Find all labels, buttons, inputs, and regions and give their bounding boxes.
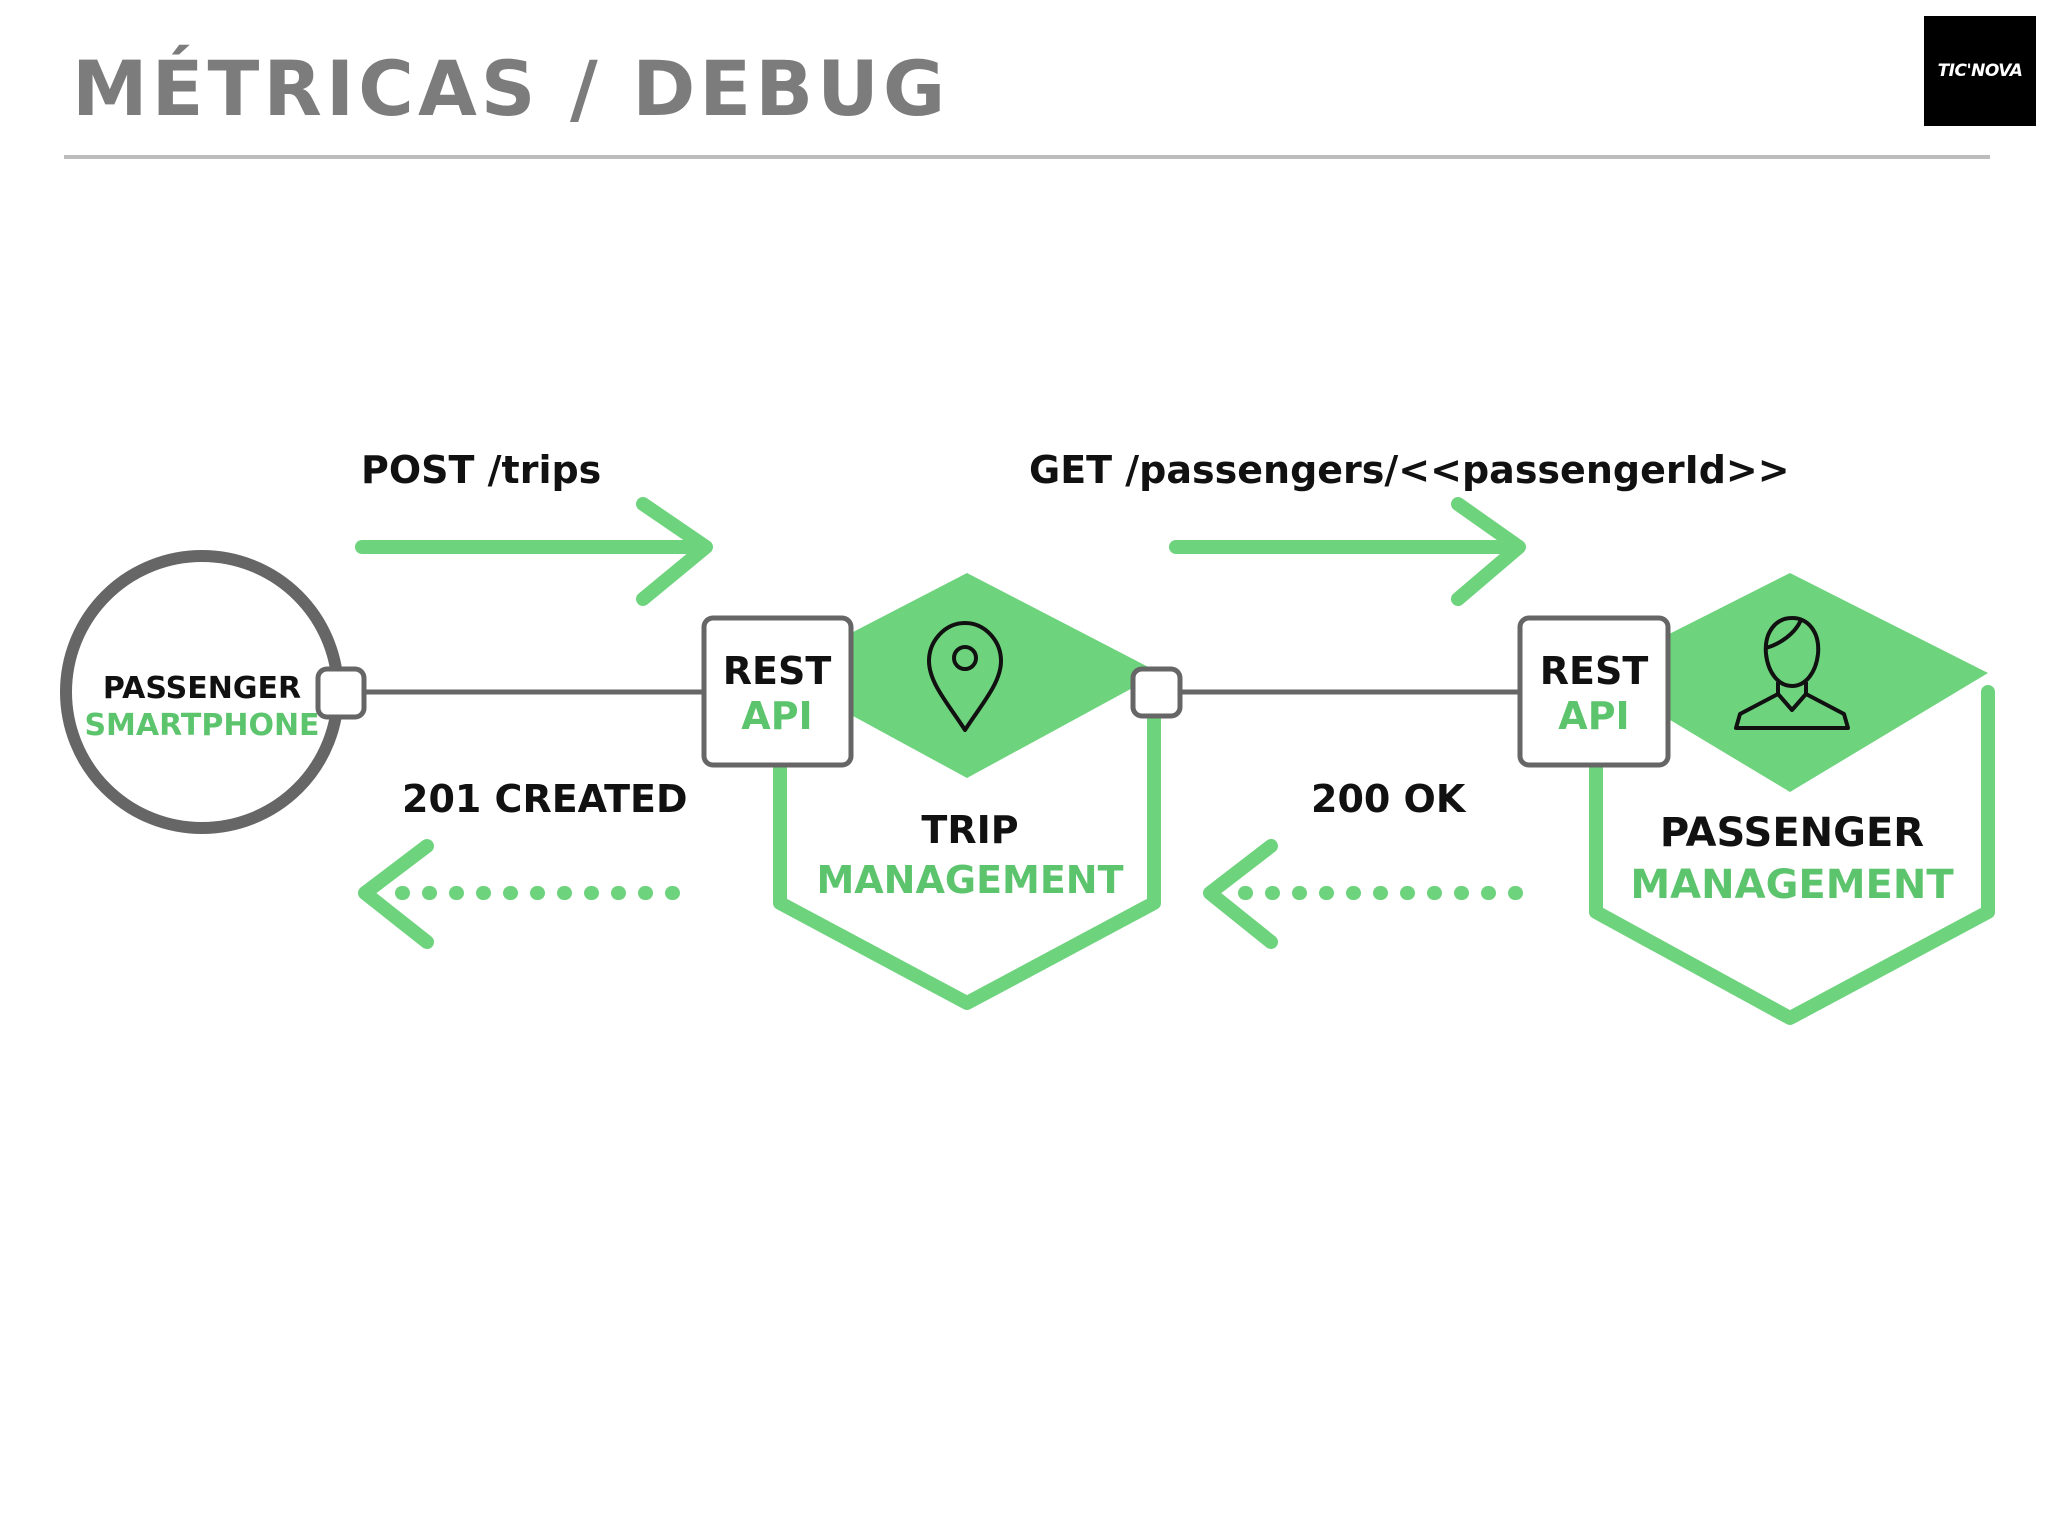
passenger-management-service: PASSENGER MANAGEMENT xyxy=(1589,573,1995,1025)
post-trips-label: POST /trips xyxy=(361,448,601,492)
ticnova-logo: TIC'NOVA xyxy=(1924,16,2036,126)
passenger-rest-api-line1: REST xyxy=(1540,649,1649,693)
title-divider xyxy=(64,155,1990,159)
smartphone-port xyxy=(315,666,367,720)
get-passenger-label: GET /passengers/<<passengerId>> xyxy=(1029,448,1790,492)
trip-rest-api-frame xyxy=(701,615,854,768)
slide-title: MÉTRICAS / DEBUG xyxy=(72,44,950,133)
ok-response-arrow xyxy=(1203,839,1539,949)
created-response-label: 201 CREATED xyxy=(402,777,688,821)
trip-hexagon-outline xyxy=(773,685,1161,1010)
passenger-rest-api-line2: API xyxy=(1558,694,1629,738)
trip-rest-api-line2: API xyxy=(741,694,812,738)
ok-response-label: 200 OK xyxy=(1311,777,1467,821)
trip-service-label-line2: MANAGEMENT xyxy=(816,858,1123,902)
smartphone-label-line2: SMARTPHONE xyxy=(84,708,319,743)
map-pin-icon xyxy=(927,621,1003,732)
passenger-smartphone-node: PASSENGER SMARTPHONE xyxy=(60,550,344,834)
passenger-service-label-line1: PASSENGER xyxy=(1660,810,1924,856)
smartphone-label-line1: PASSENGER xyxy=(103,671,301,706)
get-request-arrow xyxy=(1169,497,1526,606)
trip-rest-api-box: REST API xyxy=(701,615,854,768)
trip-service-label-line1: TRIP xyxy=(921,808,1018,852)
created-response-arrow xyxy=(358,839,699,949)
trip-hexagon-top xyxy=(774,573,1160,778)
passenger-hexagon-outline xyxy=(1589,685,1995,1025)
passenger-hexagon-top xyxy=(1592,573,1988,792)
passenger-rest-api-frame xyxy=(1517,615,1671,768)
passenger-service-label-line2: MANAGEMENT xyxy=(1630,862,1954,908)
trip-rest-api-line1: REST xyxy=(723,649,832,693)
logo-text: TIC'NOVA xyxy=(1937,61,2023,81)
trip-service-port xyxy=(1130,666,1183,719)
passenger-rest-api-box: REST API xyxy=(1517,615,1671,768)
person-icon xyxy=(1734,616,1850,730)
post-request-arrow xyxy=(355,497,713,606)
trip-management-service: TRIP MANAGEMENT xyxy=(773,573,1161,1010)
